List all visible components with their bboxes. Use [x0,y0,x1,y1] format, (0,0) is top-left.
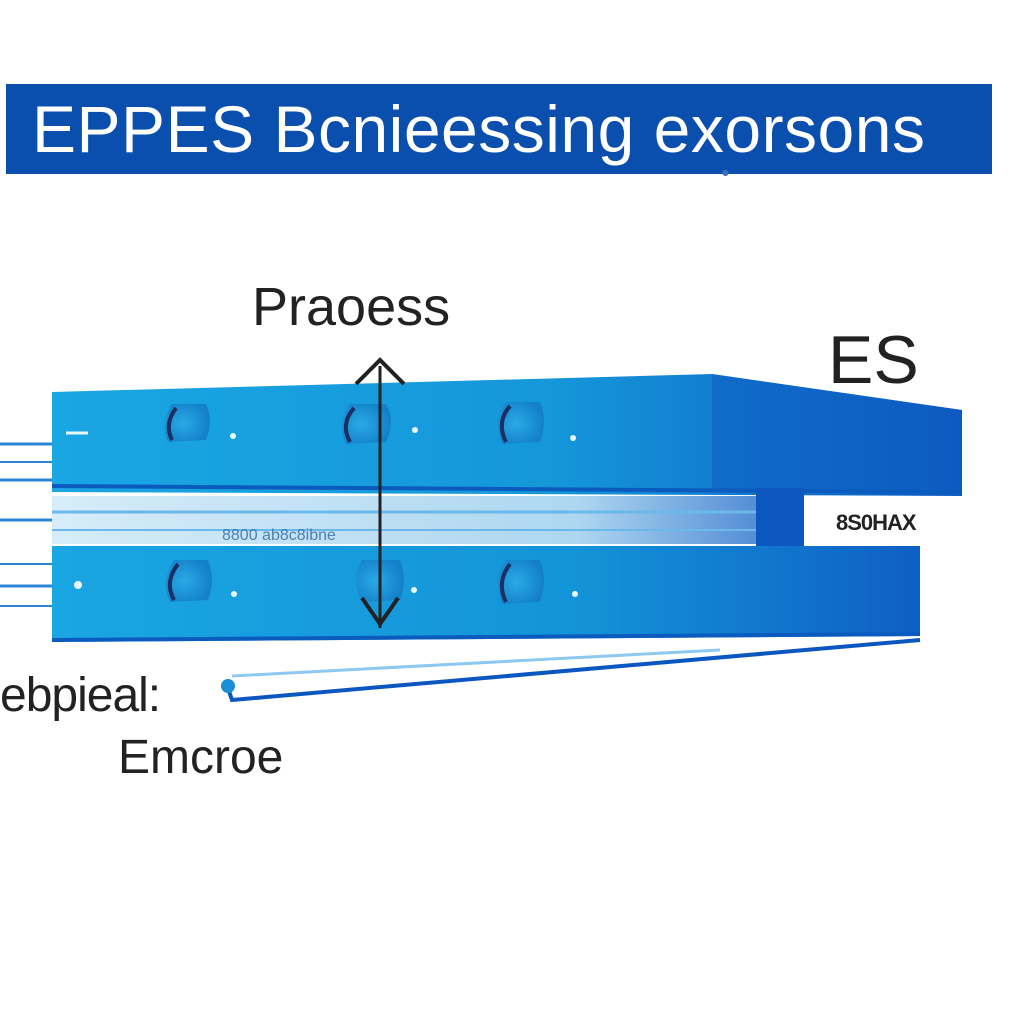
output-label: Emcroe [118,731,284,784]
es-label: ES [828,322,919,398]
title-banner: EPPES Bcnieessing exorsons [6,84,992,174]
port-icon [497,402,576,444]
cable-connector [221,679,235,693]
port-icon [497,560,578,604]
upper-server-panel [51,374,963,496]
channel-connector [756,488,804,546]
middle-channel [52,488,804,546]
port-icon [164,404,236,442]
process-label: Praoess [252,277,451,337]
port-icon [165,560,237,602]
channel-body [52,496,804,544]
lower-panel-edge [51,632,921,642]
upper-panel-edge [51,484,963,494]
lower-panel-indicator [74,581,82,589]
input-lines [0,442,52,607]
lower-panel-body [52,546,920,642]
side-label: 8S0HAX [836,510,917,535]
diagram-title: EPPES Bcnieessing exorsons [32,92,926,166]
input-label: ebpieal: [0,669,161,722]
channel-label: 8800 ab8c8ibne [222,527,336,544]
banner-mark: ● [722,168,729,177]
lower-server-panel [51,546,921,642]
double-arrow-icon [354,357,406,628]
output-cable [221,638,921,703]
upper-panel-side [712,374,962,496]
